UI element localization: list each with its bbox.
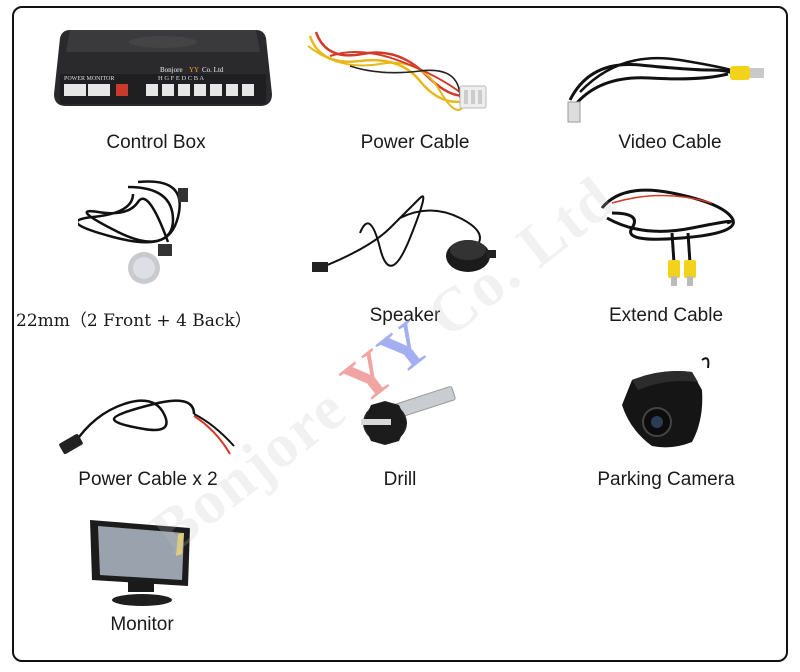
item-label: Video Cable [618, 132, 722, 153]
power-adapter-cable-icon [59, 399, 235, 455]
speaker-icon [312, 195, 496, 272]
drill-icon [361, 386, 456, 445]
item-label: Monitor [110, 614, 174, 635]
brand-suffix: Co. Ltd [202, 66, 224, 74]
item-label: Parking Camera [597, 469, 735, 490]
item-label: 22mm（2 Front + 4 Back） [16, 311, 252, 331]
item-label: Control Box [106, 132, 206, 153]
parking-camera-icon [622, 357, 710, 448]
control-box-icon: POWER MONITOR H G F E D C B A Bonjore YY… [54, 30, 272, 106]
item-label: Speaker [369, 305, 441, 326]
brand-yy: YY [189, 66, 199, 74]
monitor-icon [90, 520, 190, 606]
video-cable-icon [567, 56, 764, 123]
sensor-icon [78, 180, 188, 284]
item-label: Drill [383, 469, 417, 490]
item-label: Power Cable [360, 132, 470, 153]
channel-letters: H G F E D C B A [158, 75, 204, 82]
item-label: Power Cable x 2 [78, 469, 218, 490]
brand-text: Bonjore [160, 66, 183, 74]
power-cable-icon [307, 31, 487, 111]
port-label: POWER MONITOR [64, 76, 114, 82]
extend-cable-icon [600, 188, 735, 286]
item-label: Extend Cable [608, 305, 724, 326]
